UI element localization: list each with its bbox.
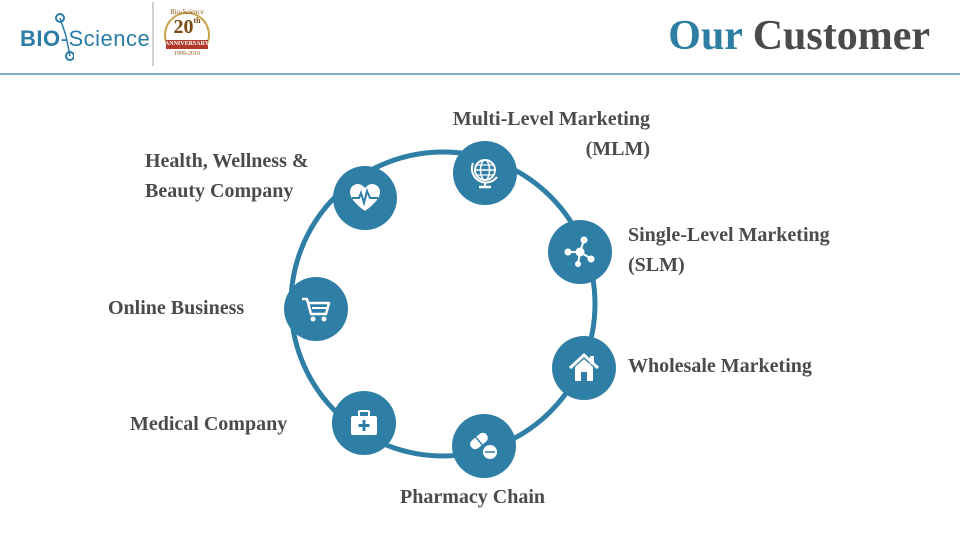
badge-emblem-icon xyxy=(164,11,210,49)
logo-bio-text: BIO xyxy=(20,26,61,51)
logo-wordmark: BIO-Science xyxy=(20,26,150,52)
title-part1: Our xyxy=(668,13,743,59)
label-slm-line2: (SLM) xyxy=(628,254,685,276)
medical-kit-icon xyxy=(351,410,377,435)
shopping-cart-icon xyxy=(302,297,331,322)
label-slm: Single-Level Marketing (SLM) xyxy=(628,220,830,280)
badge-number: 20th xyxy=(173,16,201,38)
badge-top-text: Bio-Science xyxy=(170,8,204,16)
node-wholesale xyxy=(552,336,616,400)
label-online-line1: Online Business xyxy=(108,297,245,319)
logo-divider xyxy=(152,2,154,66)
globe-icon xyxy=(470,159,498,189)
label-medical: Medical Company xyxy=(130,409,287,439)
node-health xyxy=(333,166,397,230)
heart-pulse-icon xyxy=(350,184,380,211)
header-divider xyxy=(0,73,960,75)
label-health: Health, Wellness & Beauty Company xyxy=(145,146,309,206)
header: BIO-Science Bio-Science 20th ANNIVERSARY… xyxy=(0,0,960,74)
pills-icon xyxy=(470,432,497,459)
title-part2: Customer xyxy=(752,13,930,59)
badge-years: 1999-2019 xyxy=(174,51,200,57)
anniversary-badge: Bio-Science 20th ANNIVERSARY 1999-2019 xyxy=(160,6,214,64)
label-online: Online Business xyxy=(108,293,244,323)
house-icon xyxy=(568,352,600,381)
logo-science-text: -Science xyxy=(60,26,151,51)
label-pharmacy: Pharmacy Chain xyxy=(400,482,545,512)
network-icon xyxy=(564,236,595,267)
label-slm-line1: Single-Level Marketing xyxy=(628,224,830,246)
bio-science-logo: BIO-Science xyxy=(14,10,154,62)
page-title: Our Customer xyxy=(668,12,930,60)
label-wholesale: Wholesale Marketing xyxy=(628,351,812,381)
label-pharmacy-line1: Pharmacy Chain xyxy=(400,486,545,508)
badge-ribbon: ANNIVERSARY xyxy=(164,41,210,47)
label-mlm-line2: (MLM) xyxy=(585,138,650,160)
label-mlm: Multi-Level Marketing (MLM) xyxy=(420,104,650,164)
label-medical-line1: Medical Company xyxy=(130,413,288,435)
node-online xyxy=(284,277,348,341)
label-health-line1: Health, Wellness & xyxy=(145,150,309,172)
molecule-icon xyxy=(55,13,74,61)
label-wholesale-line1: Wholesale Marketing xyxy=(628,355,812,377)
node-pharmacy xyxy=(452,414,516,478)
node-slm xyxy=(548,220,612,284)
label-mlm-line1: Multi-Level Marketing xyxy=(452,108,650,130)
node-mlm xyxy=(453,141,517,205)
label-health-line2: Beauty Company xyxy=(145,180,294,202)
node-medical xyxy=(332,391,396,455)
